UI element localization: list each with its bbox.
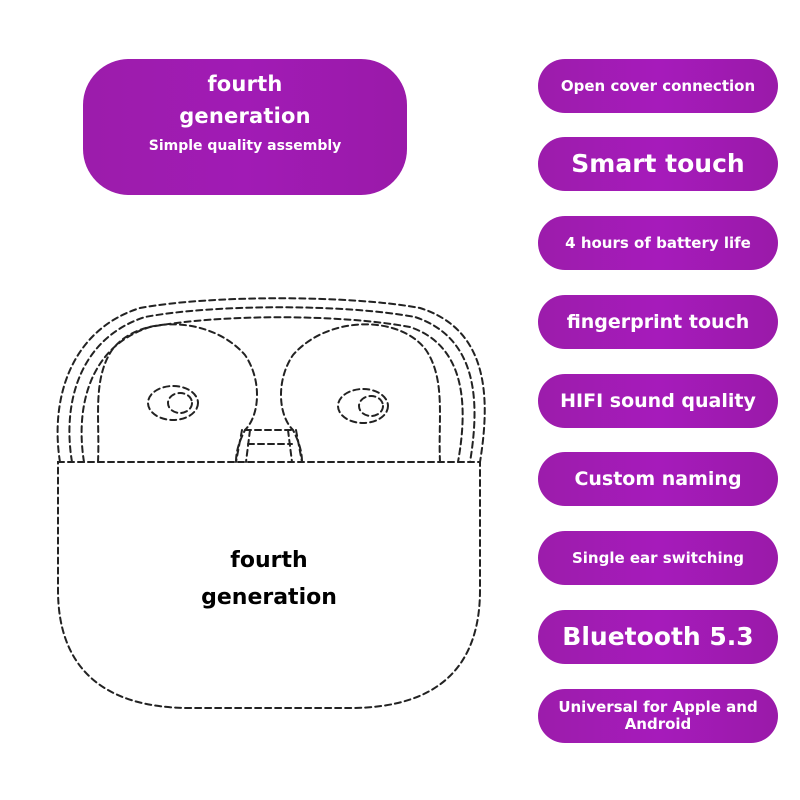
lid-outline-middle bbox=[68, 306, 476, 463]
left-earbud-sensor-outer bbox=[147, 385, 199, 421]
feature-custom-naming: Custom naming bbox=[538, 452, 778, 506]
lid-outline-outer bbox=[56, 297, 486, 463]
header-title-line2: generation bbox=[179, 104, 311, 128]
left-earbud-outline bbox=[97, 323, 258, 463]
case-label: fourth generation bbox=[184, 542, 354, 616]
feature-hifi-sound: HIFI sound quality bbox=[538, 374, 778, 428]
feature-single-ear-switching: Single ear switching bbox=[538, 531, 778, 585]
left-earbud-sensor-inner bbox=[167, 392, 193, 414]
right-earbud-sensor-inner bbox=[358, 395, 384, 417]
earbuds-case-icon bbox=[56, 297, 486, 709]
feature-battery-life: 4 hours of battery life bbox=[538, 216, 778, 270]
case-label-line1: fourth bbox=[230, 548, 308, 573]
feature-open-cover-connection: Open cover connection bbox=[538, 59, 778, 113]
header-title-line1: fourth bbox=[207, 72, 283, 96]
feature-universal-compat: Universal for Apple and Android bbox=[538, 689, 778, 743]
right-earbud-stem-right bbox=[295, 429, 303, 463]
feature-smart-touch: Smart touch bbox=[538, 137, 778, 191]
right-earbud-sensor-outer bbox=[337, 388, 389, 424]
case-label-line2: generation bbox=[201, 585, 337, 610]
left-earbud-stem-right bbox=[245, 429, 251, 463]
lid-outline-inner bbox=[80, 316, 464, 463]
right-earbud-stem-left bbox=[287, 429, 293, 463]
feature-bluetooth-version: Bluetooth 5.3 bbox=[538, 610, 778, 664]
header-subtitle: Simple quality assembly bbox=[148, 138, 342, 154]
header-badge: fourth generation Simple quality assembl… bbox=[83, 59, 407, 195]
left-earbud-stem-left bbox=[235, 429, 243, 463]
feature-fingerprint-touch: fingerprint touch bbox=[538, 295, 778, 349]
right-earbud-outline bbox=[280, 323, 441, 463]
case-body-outline bbox=[57, 461, 481, 709]
